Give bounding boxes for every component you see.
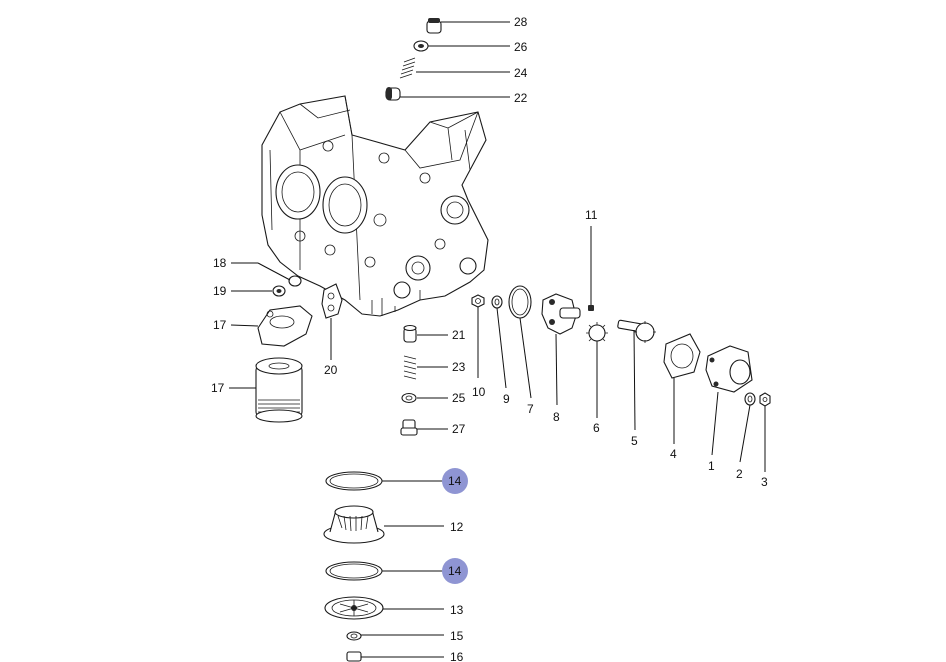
oil-filter-17-drawing: [255, 357, 303, 423]
gasket-4-drawing: [663, 333, 701, 379]
part-number-8: 8: [553, 410, 560, 424]
part-number-11: 11: [585, 208, 598, 222]
part-number-7: 7: [527, 402, 534, 416]
part-number-9: 9: [503, 392, 510, 406]
spring-24-drawing: [403, 355, 417, 380]
part-number-26: 25: [452, 391, 466, 405]
gasket-7-drawing: [508, 285, 532, 319]
part-number-15: 15: [450, 629, 464, 643]
spring-25-drawing: [399, 57, 416, 79]
filter-bracket-18-drawing: [257, 305, 313, 347]
pin-11-drawing: [588, 305, 594, 311]
gasket-14-upper-drawing: [325, 471, 383, 491]
part-number-6: 6: [593, 421, 600, 435]
washer-9-drawing: [491, 295, 503, 309]
highlight-marker-14-upper[interactable]: [442, 468, 468, 494]
gasket-14-lower-drawing: [325, 561, 383, 581]
part-number-24: 23: [452, 360, 466, 374]
nut-10-drawing: [471, 294, 485, 308]
part-number-14-upper[interactable]: 14: [448, 474, 462, 488]
part-number-1: 1: [708, 459, 715, 473]
drive-shaft-5-drawing: [617, 319, 656, 343]
part-number-18: 17: [213, 318, 227, 332]
nut-3-drawing: [759, 392, 771, 407]
crankcase-drawing: [261, 95, 489, 317]
part-number-10: 10: [472, 385, 486, 399]
part-number-12: 12: [450, 520, 464, 534]
part-number-4: 4: [670, 447, 677, 461]
part-number-21: 20: [324, 363, 338, 377]
plug-28-drawing: [400, 419, 418, 436]
washer-15-drawing: [346, 631, 362, 641]
cover-1-drawing: [705, 345, 753, 393]
part-number-27: 26: [514, 40, 528, 54]
nut-16-drawing: [346, 651, 362, 662]
part-number-16: 16: [450, 650, 464, 662]
part-number-3: 3: [761, 475, 768, 489]
washer-2-drawing: [744, 392, 756, 406]
part-number-20: 19: [213, 284, 227, 298]
leader-lines: [229, 21, 766, 658]
washer-26-drawing: [401, 392, 417, 404]
strainer-12-drawing: [323, 505, 385, 544]
gasket-21-drawing: [321, 283, 343, 319]
gear-6-drawing: [586, 322, 608, 344]
seal-20-drawing: [272, 285, 286, 297]
washer-27-drawing: [413, 40, 429, 52]
part-number-28: 27: [452, 422, 466, 436]
part-labels: 28 26 24 22 18 19 17 17 20 21 23 25 27 1…: [211, 15, 768, 662]
part-number-14-lower[interactable]: 14: [448, 564, 462, 578]
part-number-19: 18: [213, 256, 227, 270]
part-number-29: 28: [514, 15, 528, 29]
plunger-22-drawing: [403, 324, 417, 343]
part-number-17: 17: [211, 381, 225, 395]
part-number-5: 5: [631, 434, 638, 448]
cover-plate-13-drawing: [324, 596, 384, 620]
part-number-25: 24: [514, 66, 528, 80]
pump-body-8-drawing: [541, 293, 581, 335]
plug-29-drawing: [426, 18, 442, 34]
piston-23-drawing: [385, 87, 401, 101]
washer-19-drawing: [288, 275, 302, 287]
highlight-marker-14-lower[interactable]: [442, 558, 468, 584]
part-number-22: 21: [452, 328, 466, 342]
part-number-23: 22: [514, 91, 528, 105]
part-number-2: 2: [736, 467, 743, 481]
part-number-13: 13: [450, 603, 464, 617]
